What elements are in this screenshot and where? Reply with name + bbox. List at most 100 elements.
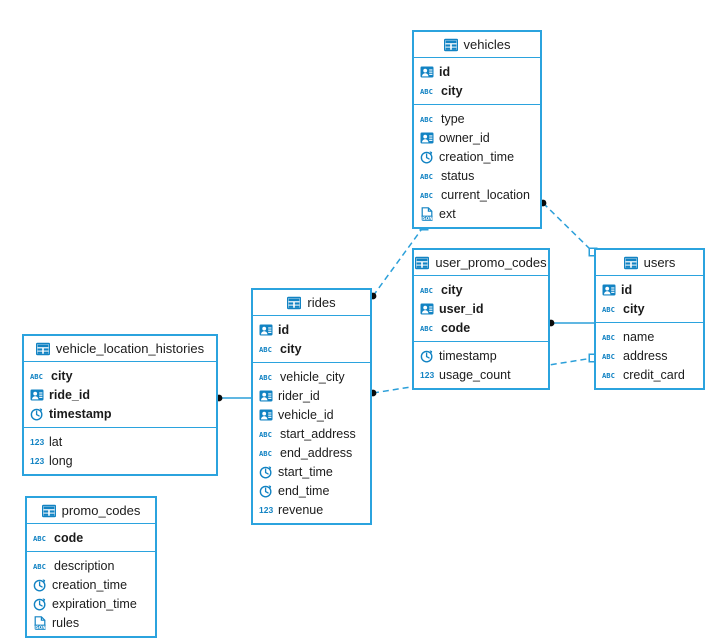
abc-text-type-icon: ABC [420,84,436,98]
column-name: rules [52,615,80,630]
column-name: code [54,530,84,545]
table-title: vehicles [463,37,511,52]
column-name: id [278,322,290,337]
column-name: owner_id [439,130,490,145]
column-row-address[interactable]: ABC address [596,346,703,365]
timestamp-type-icon [33,597,47,611]
column-name: vehicle_id [278,407,334,422]
primary-key-icon [420,131,434,145]
relationship-user-promo-codes-to-users[interactable] [547,319,594,327]
table-icon [287,296,302,310]
column-row-start_time[interactable]: start_time [253,462,370,481]
table-header-promo_codes[interactable]: promo_codes [27,498,155,524]
column-row-vehicle_id[interactable]: vehicle_id [253,405,370,424]
table-icon [415,256,430,270]
column-row-status[interactable]: ABC status [414,166,540,185]
svg-text:ABC: ABC [420,172,433,181]
table-header-users[interactable]: users [596,250,703,276]
column-row-id[interactable]: id [414,62,540,81]
table-icon [35,342,50,356]
primary-key-icon [259,408,273,422]
abc-text-type-icon: ABC [420,188,436,202]
column-row-end_time[interactable]: end_time [253,481,370,500]
numeric-type-icon: 123 [420,369,435,380]
column-row-creation_time[interactable]: creation_time [27,575,155,594]
column-row-user_id[interactable]: user_id [414,299,548,318]
column-row-vehicle_city[interactable]: ABC vehicle_city [253,367,370,386]
column-row-owner_id[interactable]: owner_id [414,128,540,147]
column-row-id[interactable]: id [253,320,370,339]
column-name: vehicle_city [280,369,345,384]
table-title: promo_codes [61,503,141,518]
table-header-rides[interactable]: rides [253,290,370,316]
column-name: expiration_time [52,596,137,611]
column-name: usage_count [439,367,511,382]
column-row-id[interactable]: id [596,280,703,299]
svg-text:ABC: ABC [420,286,433,295]
column-row-usage_count[interactable]: 123 usage_count [414,365,548,384]
table-header-vehicle_location_histories[interactable]: vehicle_location_histories [24,336,216,362]
primary-key-icon [420,302,434,316]
column-row-expiration_time[interactable]: expiration_time [27,594,155,613]
column-name: address [623,348,668,363]
relationship-vehicle-location-histories-to-rides[interactable] [215,394,251,402]
table-header-user_promo_codes[interactable]: user_promo_codes [414,250,548,276]
json-type-icon: JSON [420,206,434,221]
svg-text:ABC: ABC [30,372,43,381]
column-name: status [441,168,475,183]
timestamp-type-icon [33,578,47,592]
column-row-rider_id[interactable]: rider_id [253,386,370,405]
column-name: creation_time [52,577,128,592]
svg-text:ABC: ABC [259,345,272,354]
column-row-timestamp[interactable]: timestamp [24,404,216,423]
abc-text-type-icon: ABC [259,370,275,384]
abc-text-type-icon: ABC [259,342,275,356]
numeric-type-icon: 123 [30,436,45,447]
timestamp-type-icon [420,349,434,363]
column-name: user_id [439,301,484,316]
column-row-creation_time[interactable]: creation_time [414,147,540,166]
column-row-timestamp[interactable]: timestamp [414,346,548,365]
svg-text:ABC: ABC [602,305,615,314]
svg-text:ABC: ABC [420,324,433,333]
column-row-ride_id[interactable]: ride_id [24,385,216,404]
abc-text-type-icon: ABC [259,446,275,460]
table-icon [623,256,638,270]
svg-text:ABC: ABC [259,430,272,439]
table-header-vehicles[interactable]: vehicles [414,32,540,58]
column-name: end_time [278,483,330,498]
svg-text:ABC: ABC [602,352,615,361]
abc-text-type-icon: ABC [602,349,618,363]
